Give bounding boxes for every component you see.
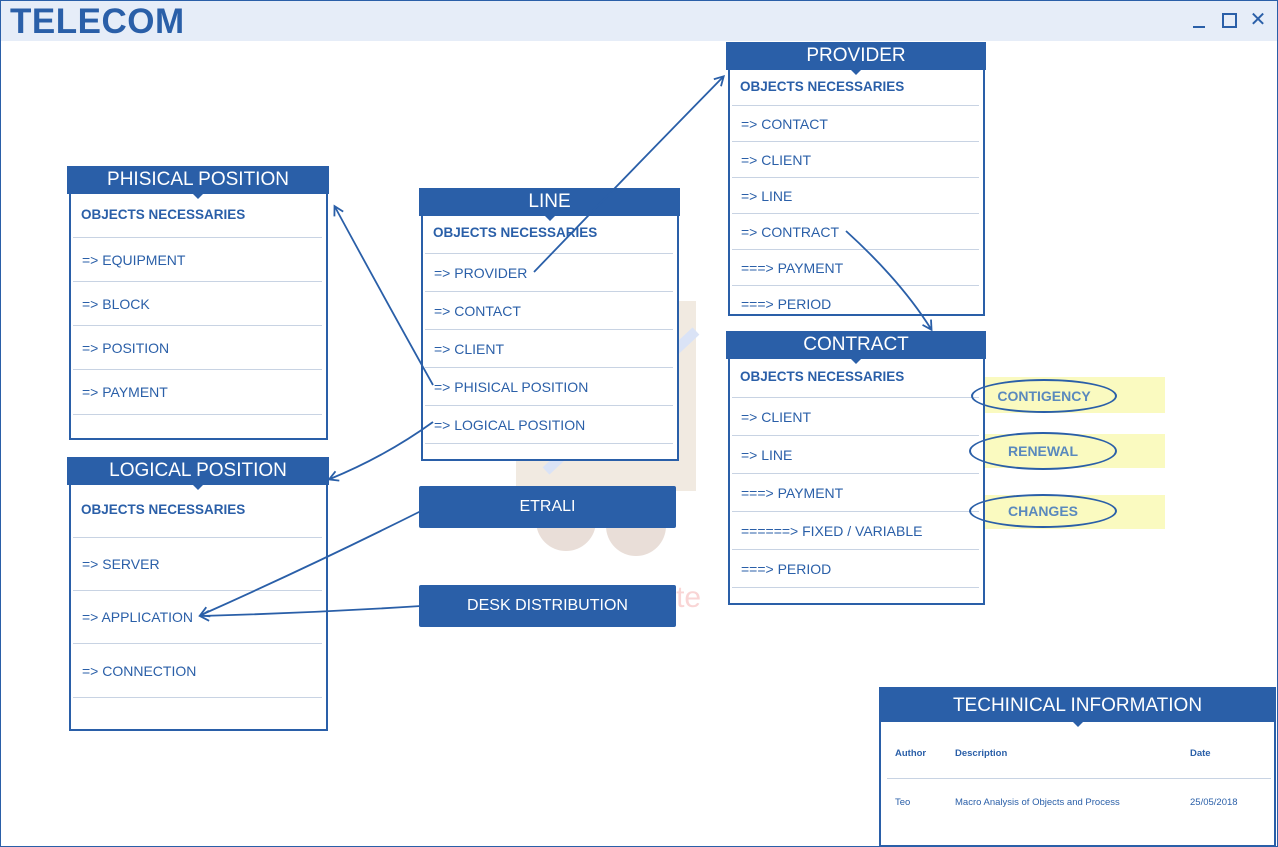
list-divider	[732, 587, 979, 588]
arrow-etrali-to-application	[198, 510, 422, 618]
card-contract[interactable]: CONTRACT OBJECTS NECESSARIES => CLIENT =…	[726, 331, 986, 605]
desk-distribution-tag[interactable]: DESK DISTRIBUTION	[419, 585, 676, 627]
app-title: TELECOM	[10, 2, 185, 41]
card-title: LOGICAL POSITION	[67, 457, 329, 490]
list-item[interactable]: => APPLICATION	[73, 590, 322, 643]
list-item[interactable]: ===> PAYMENT	[732, 249, 979, 285]
list-item[interactable]: ======> FIXED / VARIABLE	[732, 511, 979, 549]
arrow-line-to-phisical-position	[333, 204, 434, 386]
list-item[interactable]: => PAYMENT	[73, 369, 322, 414]
note-renewal[interactable]: RENEWAL	[969, 432, 1117, 470]
card-logical-position[interactable]: LOGICAL POSITION OBJECTS NECESSARIES => …	[67, 457, 329, 731]
list-item[interactable]: => CLIENT	[425, 329, 673, 367]
panel-title: TECHINICAL INFORMATION	[881, 689, 1274, 727]
card-line[interactable]: LINE OBJECTS NECESSARIES => PROVIDER => …	[419, 188, 680, 461]
list-item[interactable]: => CLIENT	[732, 141, 979, 177]
list-item[interactable]: => CONTRACT	[732, 213, 979, 249]
card-title: CONTRACT	[726, 331, 986, 364]
title-bar: TELECOM ✕	[1, 1, 1277, 41]
arrow-provider-to-contract	[845, 230, 933, 332]
header-date: Date	[1190, 748, 1211, 759]
cell-description: Macro Analysis of Objects and Process	[955, 797, 1120, 808]
list-item[interactable]: => PROVIDER	[425, 253, 673, 291]
list-item[interactable]: => LOGICAL POSITION	[425, 405, 673, 443]
table-divider	[887, 778, 1271, 779]
list-item[interactable]: => LINE	[732, 177, 979, 213]
list-item[interactable]: => CONTACT	[425, 291, 673, 329]
maximize-icon[interactable]	[1217, 7, 1241, 33]
card-subtitle: OBJECTS NECESSARIES	[433, 225, 598, 240]
list-item[interactable]: => EQUIPMENT	[73, 237, 322, 281]
close-icon[interactable]: ✕	[1249, 9, 1267, 31]
card-subtitle: OBJECTS NECESSARIES	[81, 207, 246, 222]
card-subtitle: OBJECTS NECESSARIES	[740, 79, 905, 94]
list-item[interactable]: ===> PERIOD	[732, 285, 979, 315]
list-item[interactable]: => BLOCK	[73, 281, 322, 325]
list-item[interactable]: ===> PAYMENT	[732, 473, 979, 511]
list-divider	[425, 443, 673, 444]
arrow-line-to-logical-position	[327, 421, 434, 482]
list-item[interactable]: => CONNECTION	[73, 643, 322, 697]
note-changes[interactable]: CHANGES	[969, 494, 1117, 528]
arrow-desk-to-application	[198, 605, 422, 622]
card-phisical-position[interactable]: PHISICAL POSITION OBJECTS NECESSARIES =>…	[67, 166, 329, 440]
etrali-tag[interactable]: ETRALI	[419, 486, 676, 528]
card-title: PROVIDER	[726, 42, 986, 75]
list-item[interactable]: => CLIENT	[732, 397, 979, 435]
header-author: Author	[895, 748, 927, 759]
card-subtitle: OBJECTS NECESSARIES	[81, 502, 246, 517]
list-item[interactable]: => CONTACT	[732, 105, 979, 141]
header-description: Description	[955, 748, 1008, 759]
cell-author: Teo	[895, 797, 911, 808]
list-item[interactable]: => POSITION	[73, 325, 322, 369]
cell-date: 25/05/2018	[1190, 797, 1238, 808]
list-divider	[73, 697, 322, 698]
list-divider	[73, 414, 322, 415]
card-title: LINE	[419, 188, 680, 221]
list-item[interactable]: => PHISICAL POSITION	[425, 367, 673, 405]
minimize-icon[interactable]	[1187, 7, 1211, 33]
list-item[interactable]: => SERVER	[73, 537, 322, 590]
list-item[interactable]: ===> PERIOD	[732, 549, 979, 587]
technical-information-panel: TECHINICAL INFORMATION Author Descriptio…	[879, 687, 1276, 846]
list-item[interactable]: => LINE	[732, 435, 979, 473]
card-title: PHISICAL POSITION	[67, 166, 329, 199]
card-provider[interactable]: PROVIDER OBJECTS NECESSARIES => CONTACT …	[726, 42, 986, 316]
note-contigency[interactable]: CONTIGENCY	[971, 379, 1117, 413]
card-subtitle: OBJECTS NECESSARIES	[740, 369, 905, 384]
arrow-line-to-provider	[533, 74, 725, 273]
